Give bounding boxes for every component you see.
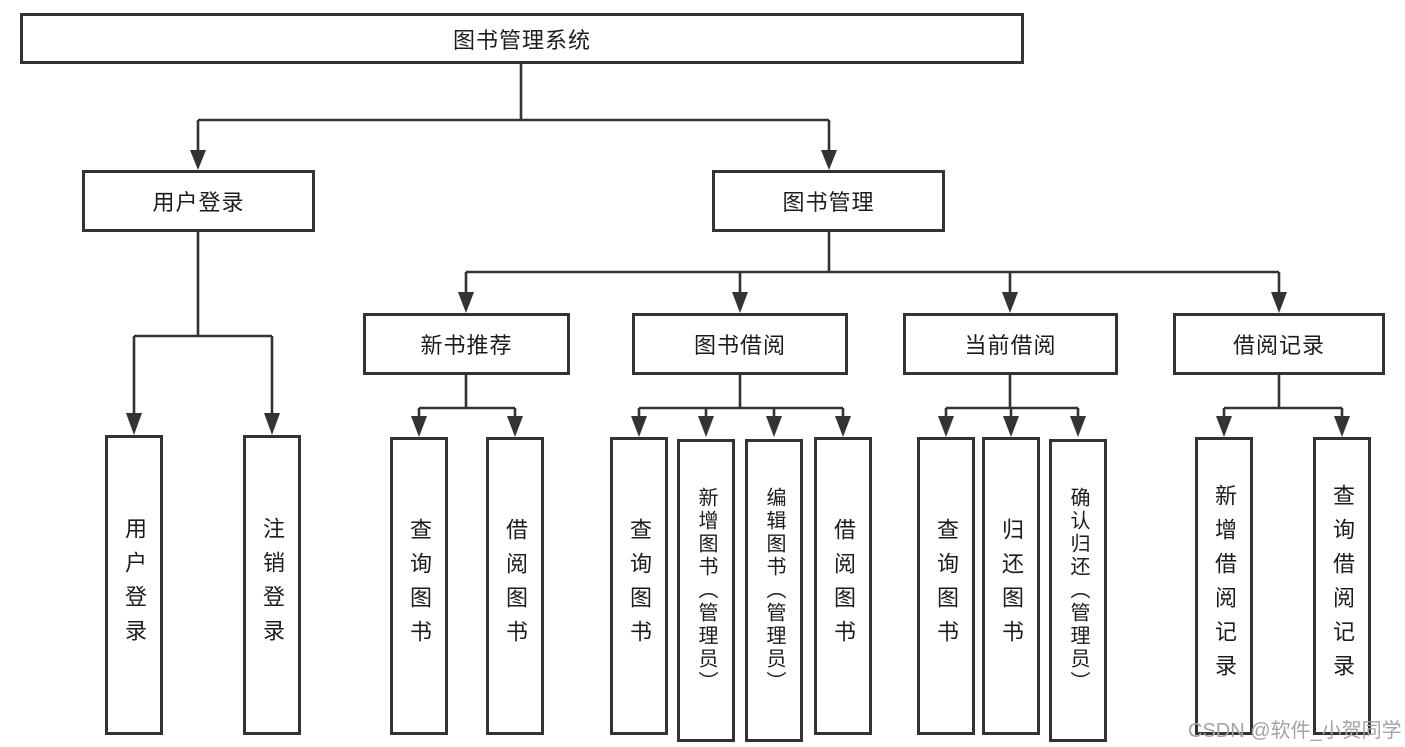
leaf-user-login: 用户登录 [105,435,163,735]
leaf-query-borrow-record: 查询借阅记录 [1313,437,1371,735]
leaf-return-books: 归还图书 [982,437,1040,735]
node-book-management: 图书管理 [712,170,945,232]
node-new-book-recommendation: 新书推荐 [363,313,570,375]
node-library-management-system: 图书管理系统 [20,13,1024,64]
watermark: CSDN @软件_小贺同学 [1188,720,1402,742]
leaf-confirm-return-admin: 确认归还（管理员） [1049,439,1107,742]
leaf-borrow-books-recommend: 借阅图书 [486,437,544,735]
node-borrowing-records: 借阅记录 [1173,313,1385,375]
node-user-login-branch: 用户登录 [82,170,315,232]
leaf-borrow-books-borrowing: 借阅图书 [814,437,872,735]
leaf-add-book-admin: 新增图书（管理员） [677,439,735,742]
leaf-edit-book-admin: 编辑图书（管理员） [745,439,803,742]
node-book-borrowing: 图书借阅 [632,313,848,375]
leaf-query-books-borrowing: 查询图书 [610,437,668,735]
leaf-query-books-recommend: 查询图书 [390,437,448,735]
node-current-borrowing: 当前借阅 [903,313,1118,375]
leaf-add-borrow-record: 新增借阅记录 [1195,437,1253,735]
leaf-query-books-current: 查询图书 [917,437,975,735]
leaf-logout: 注销登录 [243,435,301,735]
